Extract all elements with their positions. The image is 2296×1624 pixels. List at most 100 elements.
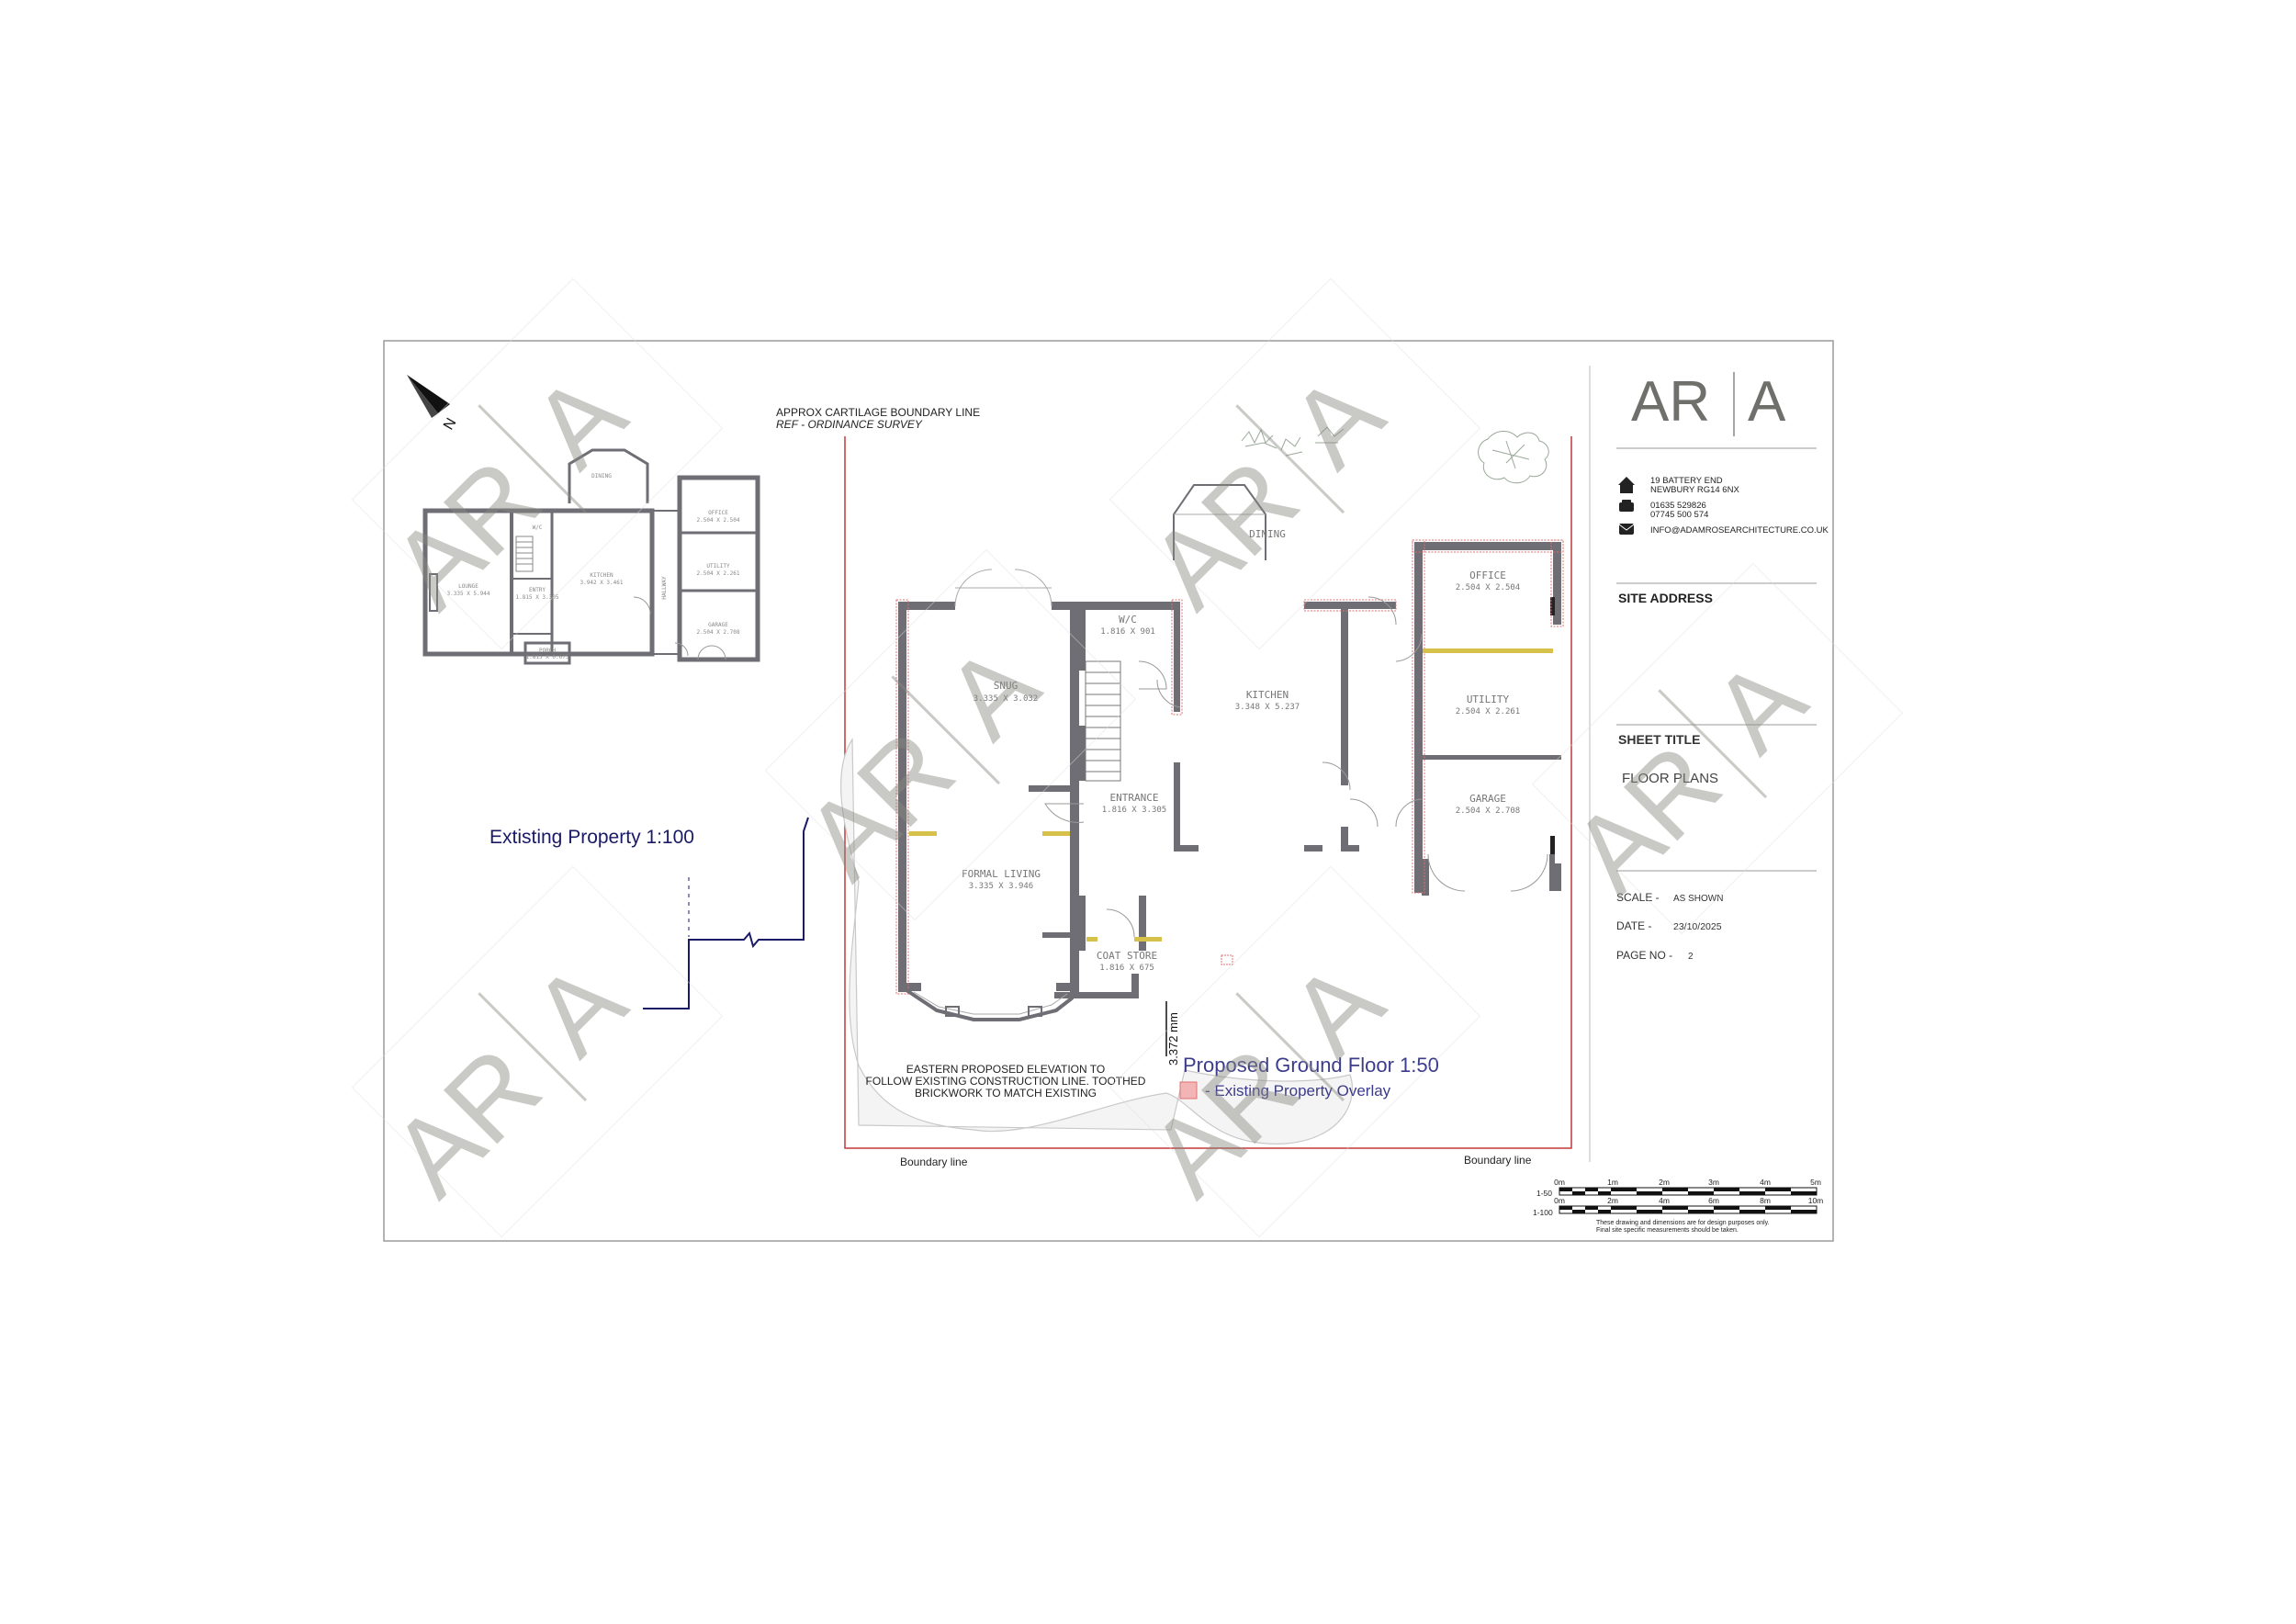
wc-dim: 1.816 X 901 — [1100, 627, 1155, 637]
phone-2: 07745 500 574 — [1650, 510, 1708, 520]
elevation-note-line1: EASTERN PROPOSED ELEVATION TO — [906, 1063, 1106, 1076]
phone-1: 01635 529826 — [1650, 501, 1706, 511]
overlay-legend-swatch — [1179, 1081, 1198, 1100]
scale-tick: 4m — [1760, 1178, 1771, 1187]
north-arrow-icon: N — [407, 375, 459, 433]
sheet-border — [383, 340, 1834, 1242]
dimension-text: 3.372 mm — [1166, 1012, 1180, 1066]
utility-dim: 2.504 X 2.261 — [1456, 707, 1520, 716]
svg-text:A: A — [510, 940, 648, 1078]
existing-utility-dim: 2.504 X 2.261 — [697, 570, 740, 577]
watermark-logo: ARA — [351, 277, 724, 650]
scale-tick: 2m — [1659, 1178, 1670, 1187]
scale-label-1100: 1-100 — [1533, 1208, 1553, 1217]
formal-living-dim: 3.335 X 3.946 — [969, 882, 1033, 891]
watermark-logo: ARA — [1531, 562, 1904, 935]
scale-tick: 2m — [1607, 1196, 1618, 1205]
proposed-living-bay — [905, 988, 1075, 1021]
logo-right: A — [1748, 370, 1786, 434]
staircase — [1085, 660, 1121, 782]
scale-label: SCALE - — [1616, 891, 1660, 904]
boundary-note-line1: APPROX CARTILAGE BOUNDARY LINE — [776, 406, 980, 419]
existing-utility-label: UTILITY — [706, 563, 730, 570]
garage-dim: 2.504 X 2.708 — [1456, 806, 1520, 816]
date-value: 23/10/2025 — [1673, 921, 1722, 932]
scale-tick: 0m — [1554, 1196, 1565, 1205]
sheet-title-label: SHEET TITLE — [1618, 732, 1700, 747]
north-label: N — [441, 415, 460, 433]
scale-bar-150: 0m 1m 2m 3m 4m 5m 1-50 — [1536, 1178, 1821, 1198]
date-label: DATE - — [1616, 919, 1651, 932]
svg-text:AR: AR — [782, 707, 977, 903]
scale-label-150: 1-50 — [1536, 1189, 1552, 1198]
existing-office-label: OFFICE — [708, 510, 728, 516]
scale-tick: 0m — [1554, 1178, 1565, 1187]
office-label: OFFICE — [1469, 570, 1506, 581]
existing-property-title: Extisting Property 1:100 — [490, 827, 694, 848]
svg-text:AR: AR — [368, 436, 564, 632]
page-value: 2 — [1688, 952, 1694, 962]
existing-lounge-label: LOUNGE — [458, 583, 478, 590]
existing-elevation-sketch — [643, 817, 809, 1009]
garden-hedge — [840, 738, 1354, 1145]
scale-tick: 10m — [1808, 1196, 1824, 1205]
svg-text:A: A — [1267, 352, 1406, 491]
phone-icon — [1619, 500, 1634, 512]
scale-tick: 6m — [1708, 1196, 1719, 1205]
dining-label: DINING — [1249, 528, 1286, 540]
logo-left: AR — [1631, 370, 1710, 434]
sheet-title-value: FLOOR PLANS — [1622, 771, 1718, 786]
door-swings — [1044, 596, 1548, 938]
proposed-dining-bay — [1173, 484, 1266, 560]
scale-bar-1100: 0m 2m 4m 6m 8m 10m 1-100 — [1533, 1196, 1823, 1217]
proposed-floor-title: Proposed Ground Floor 1:50 — [1183, 1054, 1439, 1077]
svg-text:AR: AR — [1548, 721, 1744, 917]
disclaimer-line1: These drawing and dimensions are for des… — [1596, 1220, 1770, 1226]
existing-dining-label: DINING — [591, 473, 612, 479]
snug-label: SNUG — [994, 680, 1019, 692]
existing-kitchen-dim: 3.942 X 3.461 — [580, 580, 624, 586]
existing-kitchen-label: KITCHEN — [590, 572, 613, 579]
kitchen-dim: 3.348 X 5.237 — [1235, 703, 1300, 712]
garage-label: GARAGE — [1469, 793, 1506, 805]
proposed-walls — [898, 542, 1561, 998]
scale-tick: 5m — [1810, 1178, 1821, 1187]
scale-tick: 4m — [1659, 1196, 1670, 1205]
entrance-label: ENTRANCE — [1110, 792, 1159, 804]
wc-label: W/C — [1119, 614, 1137, 626]
scale-value: AS SHOWN — [1673, 894, 1723, 904]
entrance-dim: 1.816 X 3.305 — [1102, 806, 1166, 815]
svg-text:A: A — [1690, 637, 1829, 775]
existing-overlay-walls — [895, 539, 1564, 995]
email-text: INFO@ADAMROSEARCHITECTURE.CO.UK — [1650, 525, 1829, 536]
elevation-note-line3: BRICKWORK TO MATCH EXISTING — [915, 1087, 1097, 1100]
existing-garage-label: GARAGE — [708, 622, 728, 628]
existing-hallway-label: HALLWAY — [661, 576, 668, 600]
elevation-note-line2: FOLLOW EXISTING CONSTRUCTION LINE. TOOTH… — [866, 1075, 1146, 1088]
boundary-label-right: Boundary line — [1464, 1154, 1532, 1167]
boundary-note-line2: REF - ORDINANCE SURVEY — [776, 418, 923, 431]
site-address-label: SITE ADDRESS — [1618, 591, 1713, 605]
utility-label: UTILITY — [1467, 694, 1510, 705]
address-line2: NEWBURY RG14 6NX — [1650, 485, 1739, 495]
existing-plan — [422, 448, 760, 665]
shrub-icon — [1241, 426, 1345, 457]
tree-icon — [1478, 431, 1549, 484]
snug-french-doors — [954, 569, 1052, 607]
disclaimer-line2: Final site specific measurements should … — [1596, 1227, 1739, 1234]
home-icon — [1618, 477, 1635, 493]
existing-office-dim: 2.504 X 2.504 — [697, 517, 740, 524]
existing-porch-label: PORCH — [539, 648, 556, 654]
watermark-logo: ARA — [351, 865, 724, 1238]
existing-wc-label: W/C — [533, 524, 543, 531]
boundary-label-left: Boundary line — [900, 1156, 968, 1168]
page-label: PAGE NO - — [1616, 949, 1672, 962]
email-icon — [1618, 524, 1635, 535]
scale-tick: 3m — [1708, 1178, 1719, 1187]
svg-text:A: A — [923, 623, 1062, 761]
address-line1: 19 BATTERY END — [1650, 476, 1723, 486]
coat-store-label: COAT STORE — [1097, 950, 1157, 962]
snug-dim: 3.335 X 3.032 — [974, 694, 1038, 704]
existing-entry-dim: 1.815 X 3.305 — [516, 594, 559, 601]
